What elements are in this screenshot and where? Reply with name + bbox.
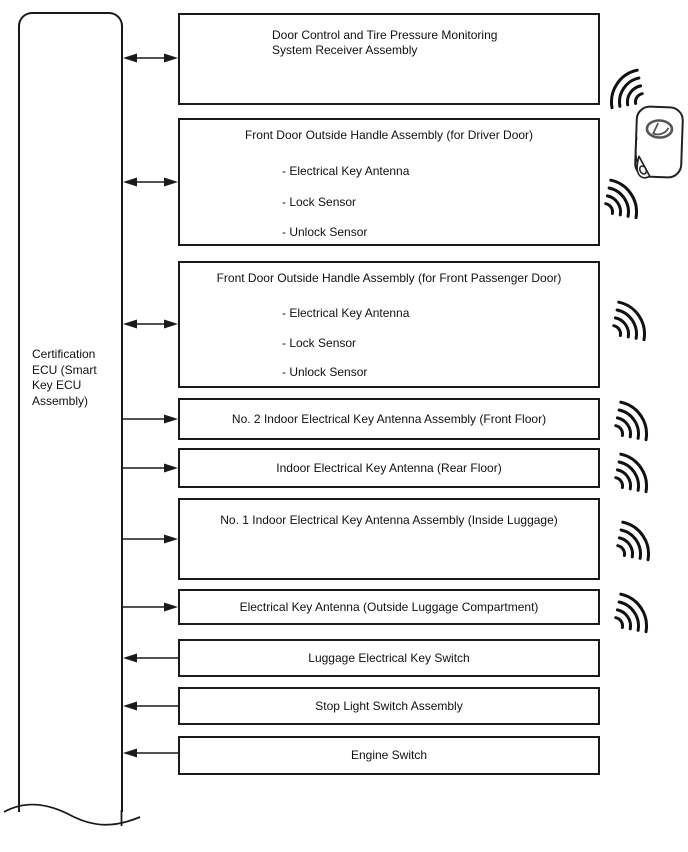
node-title: Engine Switch xyxy=(350,748,428,762)
node-title: Electrical Key Antenna (Outside Luggage … xyxy=(239,599,539,614)
ecu-label-line: Certification xyxy=(32,347,96,361)
node-luggage-key-switch: Luggage Electrical Key Switch xyxy=(178,639,600,677)
radio-waves-icon-passenger-door xyxy=(612,300,647,342)
node-label-line: Door Control and Tire Pressure Monitorin… xyxy=(272,28,498,42)
arrow-from-engine-switch xyxy=(123,748,178,758)
node-passenger-door-handle: Front Door Outside Handle Assembly (for … xyxy=(178,261,600,388)
smart-key-fob-icon xyxy=(634,105,684,179)
node-engine-switch: Engine Switch xyxy=(178,736,600,775)
radio-waves-icon-no1-indoor xyxy=(616,520,651,562)
node-sub-item: - Lock Sensor xyxy=(282,195,357,209)
node-title: No. 1 Indoor Electrical Key Antenna Asse… xyxy=(220,513,558,527)
radio-waves-icon-driver-door xyxy=(604,178,639,220)
node-label-line: System Receiver Assembly xyxy=(272,43,418,57)
fob-logo-icon xyxy=(645,119,674,139)
node-sub-item: - Electrical Key Antenna xyxy=(282,164,410,178)
ecu-label-line: ECU (Smart xyxy=(32,362,97,377)
node-no1-indoor-antenna: No. 1 Indoor Electrical Key Antenna Asse… xyxy=(178,498,600,580)
radio-waves-icon-outside-luggage xyxy=(614,592,649,634)
node-title: Stop Light Switch Assembly xyxy=(315,698,463,713)
node-outside-luggage-antenna: Electrical Key Antenna (Outside Luggage … xyxy=(178,589,600,625)
arrow-to-no2-indoor-antenna xyxy=(123,414,178,424)
node-sub-item: - Electrical Key Antenna xyxy=(282,306,410,320)
node-title: Front Door Outside Handle Assembly (for … xyxy=(216,271,562,285)
certification-ecu-box: Certification ECU (Smart Key ECU Assembl… xyxy=(18,12,123,812)
arrow-bidirectional-driver-door xyxy=(123,177,178,187)
certification-ecu-label: Certification ECU (Smart Key ECU Assembl… xyxy=(32,347,97,409)
ecu-label-line: Key ECU xyxy=(32,378,82,392)
node-sub-item: - Lock Sensor xyxy=(282,336,357,350)
node-sub-item: - Unlock Sensor xyxy=(282,365,368,379)
node-no2-indoor-antenna: No. 2 Indoor Electrical Key Antenna Asse… xyxy=(178,398,600,440)
radio-waves-icon-rear-floor xyxy=(614,452,649,494)
node-rear-floor-antenna: Indoor Electrical Key Antenna (Rear Floo… xyxy=(178,448,600,488)
node-receiver-assembly: Door Control and Tire Pressure Monitorin… xyxy=(178,13,600,105)
node-sub-item: - Unlock Sensor xyxy=(282,225,368,239)
node-stop-light-switch: Stop Light Switch Assembly xyxy=(178,687,600,725)
arrow-from-stop-light-switch xyxy=(123,701,178,711)
radio-waves-icon-receiver xyxy=(609,68,644,110)
node-title: Indoor Electrical Key Antenna (Rear Floo… xyxy=(276,460,502,475)
node-title: Front Door Outside Handle Assembly (for … xyxy=(244,128,534,142)
node-title: No. 2 Indoor Electrical Key Antenna Asse… xyxy=(231,411,547,426)
node-driver-door-handle: Front Door Outside Handle Assembly (for … xyxy=(178,118,600,246)
radio-waves-icon-no2-indoor xyxy=(614,400,649,442)
node-title: Luggage Electrical Key Switch xyxy=(308,650,470,665)
arrow-to-outside-luggage-antenna xyxy=(123,602,178,612)
arrow-from-luggage-key-switch xyxy=(123,653,178,663)
ecu-label-line: Assembly) xyxy=(32,393,89,408)
arrow-to-rear-floor-antenna xyxy=(123,463,178,473)
arrow-bidirectional-passenger-door xyxy=(123,319,178,329)
arrow-to-no1-indoor-antenna xyxy=(123,534,178,544)
arrow-bidirectional-receiver xyxy=(123,53,178,63)
